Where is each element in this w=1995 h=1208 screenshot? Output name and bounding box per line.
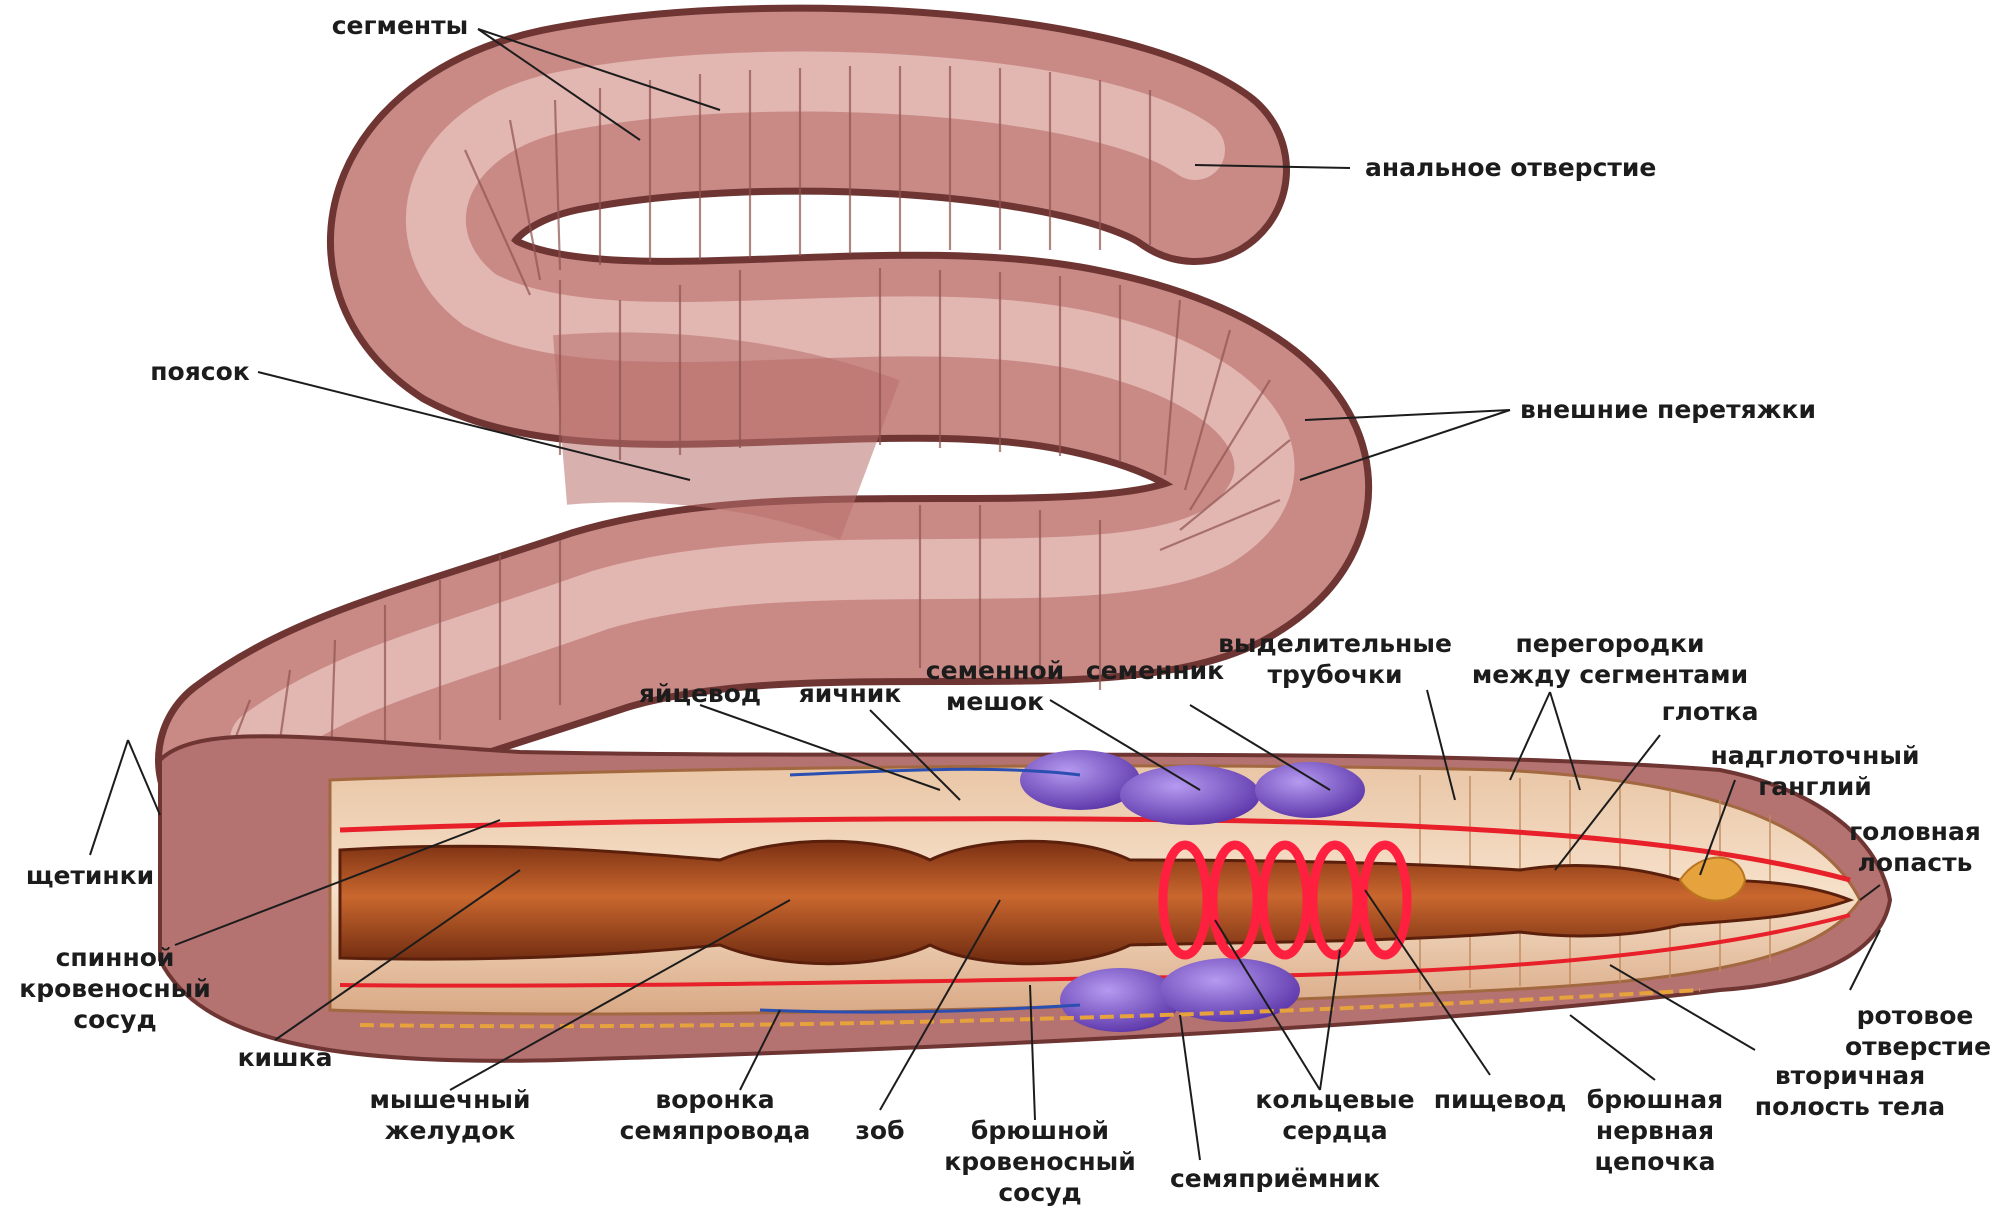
label-spermatheca: семяприёмник: [1165, 1163, 1385, 1194]
label-clitellum: поясок: [140, 356, 260, 387]
label-seminal-vesicle: семенной мешок: [925, 655, 1065, 717]
clitellum: [560, 417, 870, 460]
label-pharynx: глотка: [1655, 696, 1765, 727]
label-ovary: яичник: [790, 678, 910, 709]
label-dorsal-vessel: спинной кровеносный сосуд: [10, 942, 220, 1035]
label-crop: зоб: [845, 1115, 915, 1146]
label-ventral-vessel: брюшной кровеносный сосуд: [935, 1115, 1145, 1208]
label-oviduct: яйцевод: [635, 678, 765, 709]
label-outer-constrictions: внешние перетяжки: [1520, 394, 1840, 425]
label-coelom: вторичная полость тела: [1745, 1060, 1955, 1122]
label-intestine: кишка: [235, 1042, 335, 1073]
label-ganglion: надглоточный ганглий: [1705, 740, 1925, 802]
label-prostomium: головная лопасть: [1835, 816, 1995, 878]
worm-section: [160, 736, 1890, 1061]
label-ring-hearts: кольцевые сердца: [1245, 1084, 1425, 1146]
label-testis: семенник: [1080, 655, 1230, 686]
label-gizzard: мышечный желудок: [360, 1084, 540, 1146]
worm-body: [200, 66, 1290, 830]
label-excretory-tubules: выделительные трубочки: [1210, 628, 1460, 690]
label-mouth: ротовое отверстие: [1845, 1000, 1985, 1062]
label-sperm-funnel: воронка семяпровода: [615, 1084, 815, 1146]
label-septa: перегородки между сегментами: [1470, 628, 1750, 690]
label-segments: сегменты: [325, 10, 475, 41]
label-esophagus: пищевод: [1430, 1084, 1570, 1115]
label-anal-opening: анальное отверстие: [1365, 152, 1685, 183]
label-nerve-cord: брюшная нервная цепочка: [1585, 1084, 1725, 1177]
label-setae: щетинки: [20, 860, 160, 891]
